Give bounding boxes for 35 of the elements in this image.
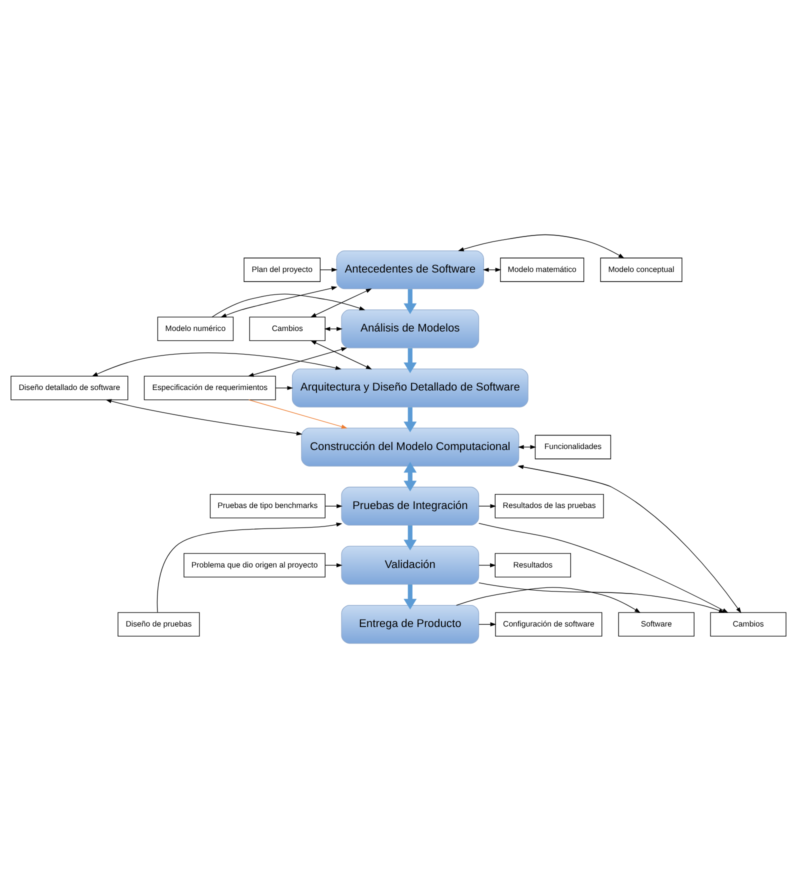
arrow (404, 584, 417, 609)
node-box: Arquitectura y Diseño Detallado de Software (292, 368, 528, 407)
arrow (92, 352, 342, 376)
arrow (458, 234, 624, 258)
node-box: Validación (341, 545, 480, 584)
node-box: Antecedentes de Software (336, 250, 484, 289)
node-box: Construcción del Modelo Computacional (301, 427, 520, 466)
arrow (324, 504, 343, 508)
arrow (478, 562, 496, 567)
node-box: Análisis de Modelos (341, 309, 480, 348)
node-box: Entrega de Producto (341, 604, 480, 644)
arrow (220, 286, 338, 317)
arrow (404, 406, 417, 432)
arrow (248, 399, 348, 428)
arrow (156, 522, 342, 612)
arrow (248, 346, 348, 376)
arrow (456, 586, 641, 612)
arrow (404, 348, 417, 373)
arrow (404, 288, 417, 314)
arrow (320, 267, 338, 272)
arrow (478, 582, 725, 612)
node-box: Pruebas de Integración (341, 486, 480, 526)
arrow (518, 444, 536, 449)
arrow (478, 522, 728, 612)
arrow (310, 288, 372, 317)
arrow (212, 293, 366, 317)
arrow (106, 398, 302, 435)
arrow (275, 385, 294, 390)
arrow (478, 622, 496, 626)
arrow (404, 524, 417, 550)
arrow (518, 464, 742, 613)
arrow (310, 340, 372, 369)
arrow (325, 562, 342, 567)
arrow (478, 504, 496, 508)
arrow (404, 461, 417, 491)
